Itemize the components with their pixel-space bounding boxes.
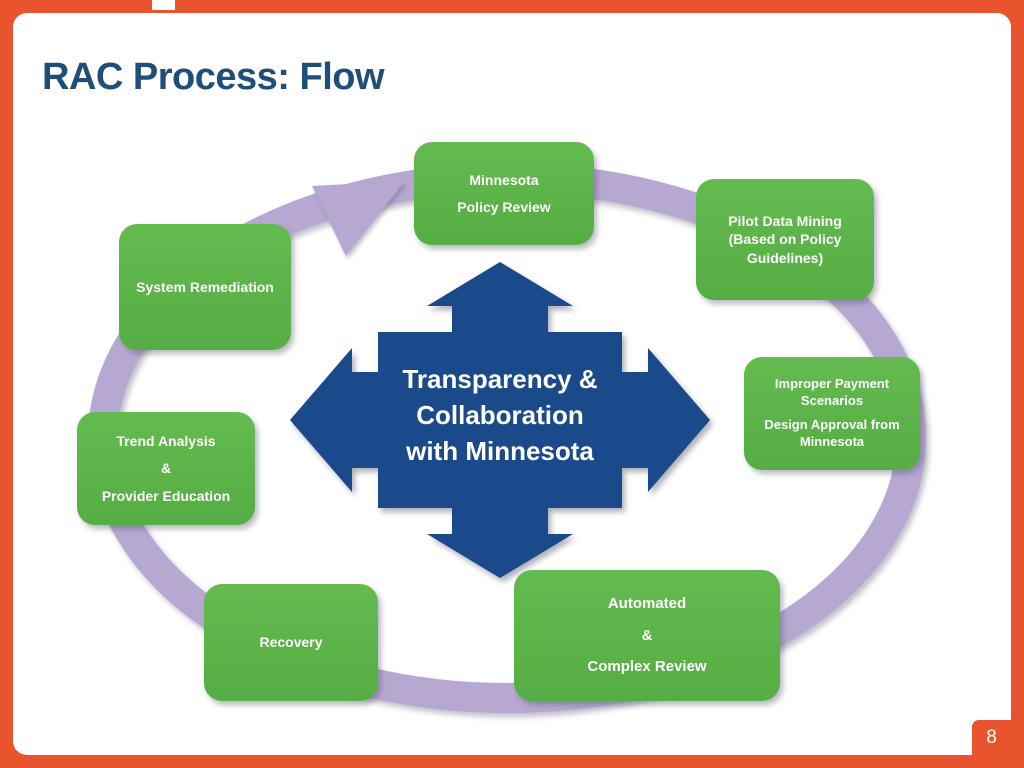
- node-label-line: Automated: [607, 595, 687, 613]
- node-automated-complex-review: Automated & Complex Review: [514, 570, 780, 701]
- slide-title: RAC Process: Flow: [42, 56, 385, 98]
- node-label-line: Minnesota: [469, 171, 539, 188]
- node-label-line: Provider Education: [101, 487, 231, 504]
- page-number-badge: 8: [972, 720, 1011, 756]
- center-label-line: Transparency &: [402, 364, 598, 394]
- node-label-line: Complex Review: [587, 658, 707, 676]
- page-number: 8: [986, 727, 997, 748]
- node-label-line: Improper Payment Scenarios: [774, 376, 890, 409]
- frame-notch: [152, 0, 175, 10]
- node-recovery: Recovery: [204, 584, 378, 701]
- node-system-remediation: System Remediation: [119, 224, 291, 350]
- node-label-line: Policy Review: [457, 199, 551, 215]
- node-minnesota-policy-review: Minnesota Policy Review: [414, 142, 594, 245]
- node-label-line: &: [641, 626, 653, 644]
- node-label-line: Trend Analysis: [116, 433, 216, 450]
- node-label-line: Pilot Data Mining (Based on Policy Guide…: [728, 213, 842, 266]
- node-label-line: &: [160, 460, 172, 477]
- node-label-line: System Remediation: [136, 278, 274, 295]
- center-label: Transparency & Collaboration with Minnes…: [360, 362, 640, 470]
- node-improper-payment-scenarios: Improper Payment Scenarios Design Approv…: [744, 357, 920, 470]
- node-label-line: Recovery: [259, 634, 323, 651]
- center-label-line: Collaboration: [416, 399, 584, 430]
- node-pilot-data-mining: Pilot Data Mining (Based on Policy Guide…: [696, 179, 874, 300]
- node-trend-analysis-provider-education: Trend Analysis & Provider Education: [77, 412, 255, 525]
- center-label-line: with Minnesota: [406, 435, 594, 466]
- node-label-line: Design Approval from Minnesota: [764, 417, 900, 449]
